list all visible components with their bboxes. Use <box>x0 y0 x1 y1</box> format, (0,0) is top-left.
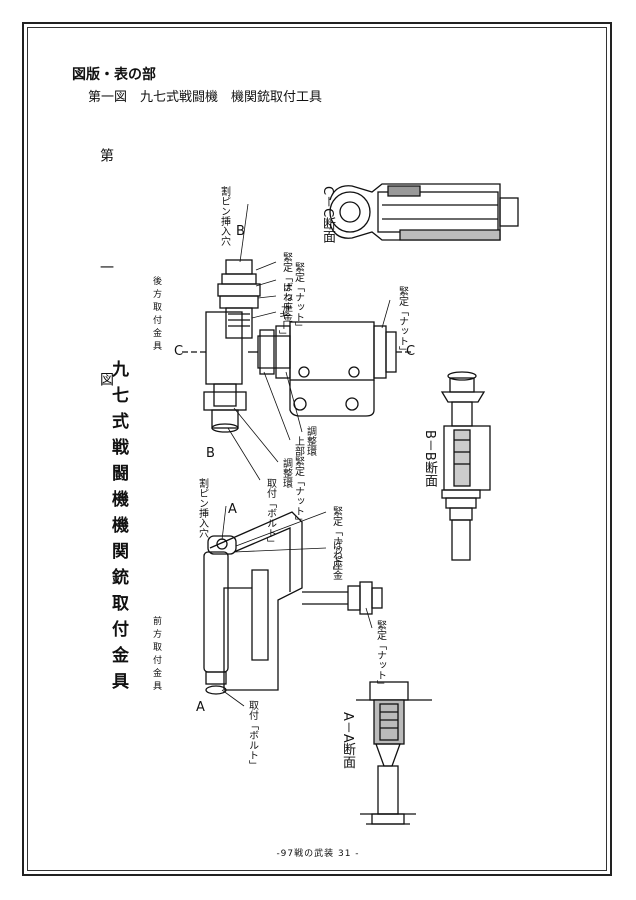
section-cc-drawing <box>329 183 519 241</box>
plate-main-title: 九七式戦闘機機関銃取付金具 <box>108 360 128 698</box>
letter-a-top: A <box>228 502 237 517</box>
label-washer: ばね座金 <box>280 282 292 322</box>
rear-mount-drawing <box>182 259 412 433</box>
page-border-inner <box>27 27 607 871</box>
label-lock-nut-2: 緊定「ナット」 <box>292 262 304 332</box>
rear-view-label: 後方取付金具 <box>151 276 161 354</box>
label-adjust-ring-2: 調整環 <box>280 458 292 488</box>
front-view-label: 前方取付金具 <box>151 616 161 694</box>
plate-title: 第 一 図 <box>98 148 114 428</box>
section-aa-title: A－A断面 <box>340 712 355 769</box>
label-mount-bolt-front: 取付「ボルト」 <box>246 700 258 770</box>
section-heading: 図版・表の部 <box>72 67 156 83</box>
letter-c-right: C <box>406 344 416 359</box>
page-border-outer <box>22 22 612 876</box>
page-footer: -97戦の武装 31 - <box>276 849 360 859</box>
label-mount-bolt-rear: 取付「ボルト」 <box>264 478 276 548</box>
label-key: 「キー」 <box>276 300 288 340</box>
front-mount-drawing <box>203 511 383 695</box>
section-cc-title: C－C断面 <box>320 186 335 244</box>
letter-b-mid: B <box>206 446 215 461</box>
label-lock-nut-front: 緊定「ナット」 <box>330 506 342 576</box>
section-bb-title: B－B断面 <box>422 430 437 487</box>
section-bb-drawing <box>440 371 491 561</box>
label-split-pin-upper: 割ピン挿入穴 <box>218 186 230 246</box>
letter-c-left: C <box>174 344 184 359</box>
label-upper-lock-nut: 上部緊定「ナット」 <box>292 436 304 526</box>
letter-a-left: A <box>196 700 205 715</box>
letter-b-top: B <box>236 224 245 239</box>
section-aa-drawing <box>356 681 432 825</box>
label-split-pin-lower: 割ピン挿入穴 <box>196 478 208 538</box>
label-lock-nut-1: 緊定「ナット」 <box>280 252 292 322</box>
label-lock-nut-right: 緊定「ナット」 <box>396 286 408 356</box>
label-washer-front: ばね座金 <box>330 540 342 580</box>
figure-caption: 第一図 九七式戦闘機 機関銃取付工具 <box>88 90 323 105</box>
leader-lines <box>221 203 391 707</box>
label-lock-nut-front-2: 緊定「ナット」 <box>374 620 386 690</box>
label-adjust-ring: 調整環 <box>304 426 316 456</box>
